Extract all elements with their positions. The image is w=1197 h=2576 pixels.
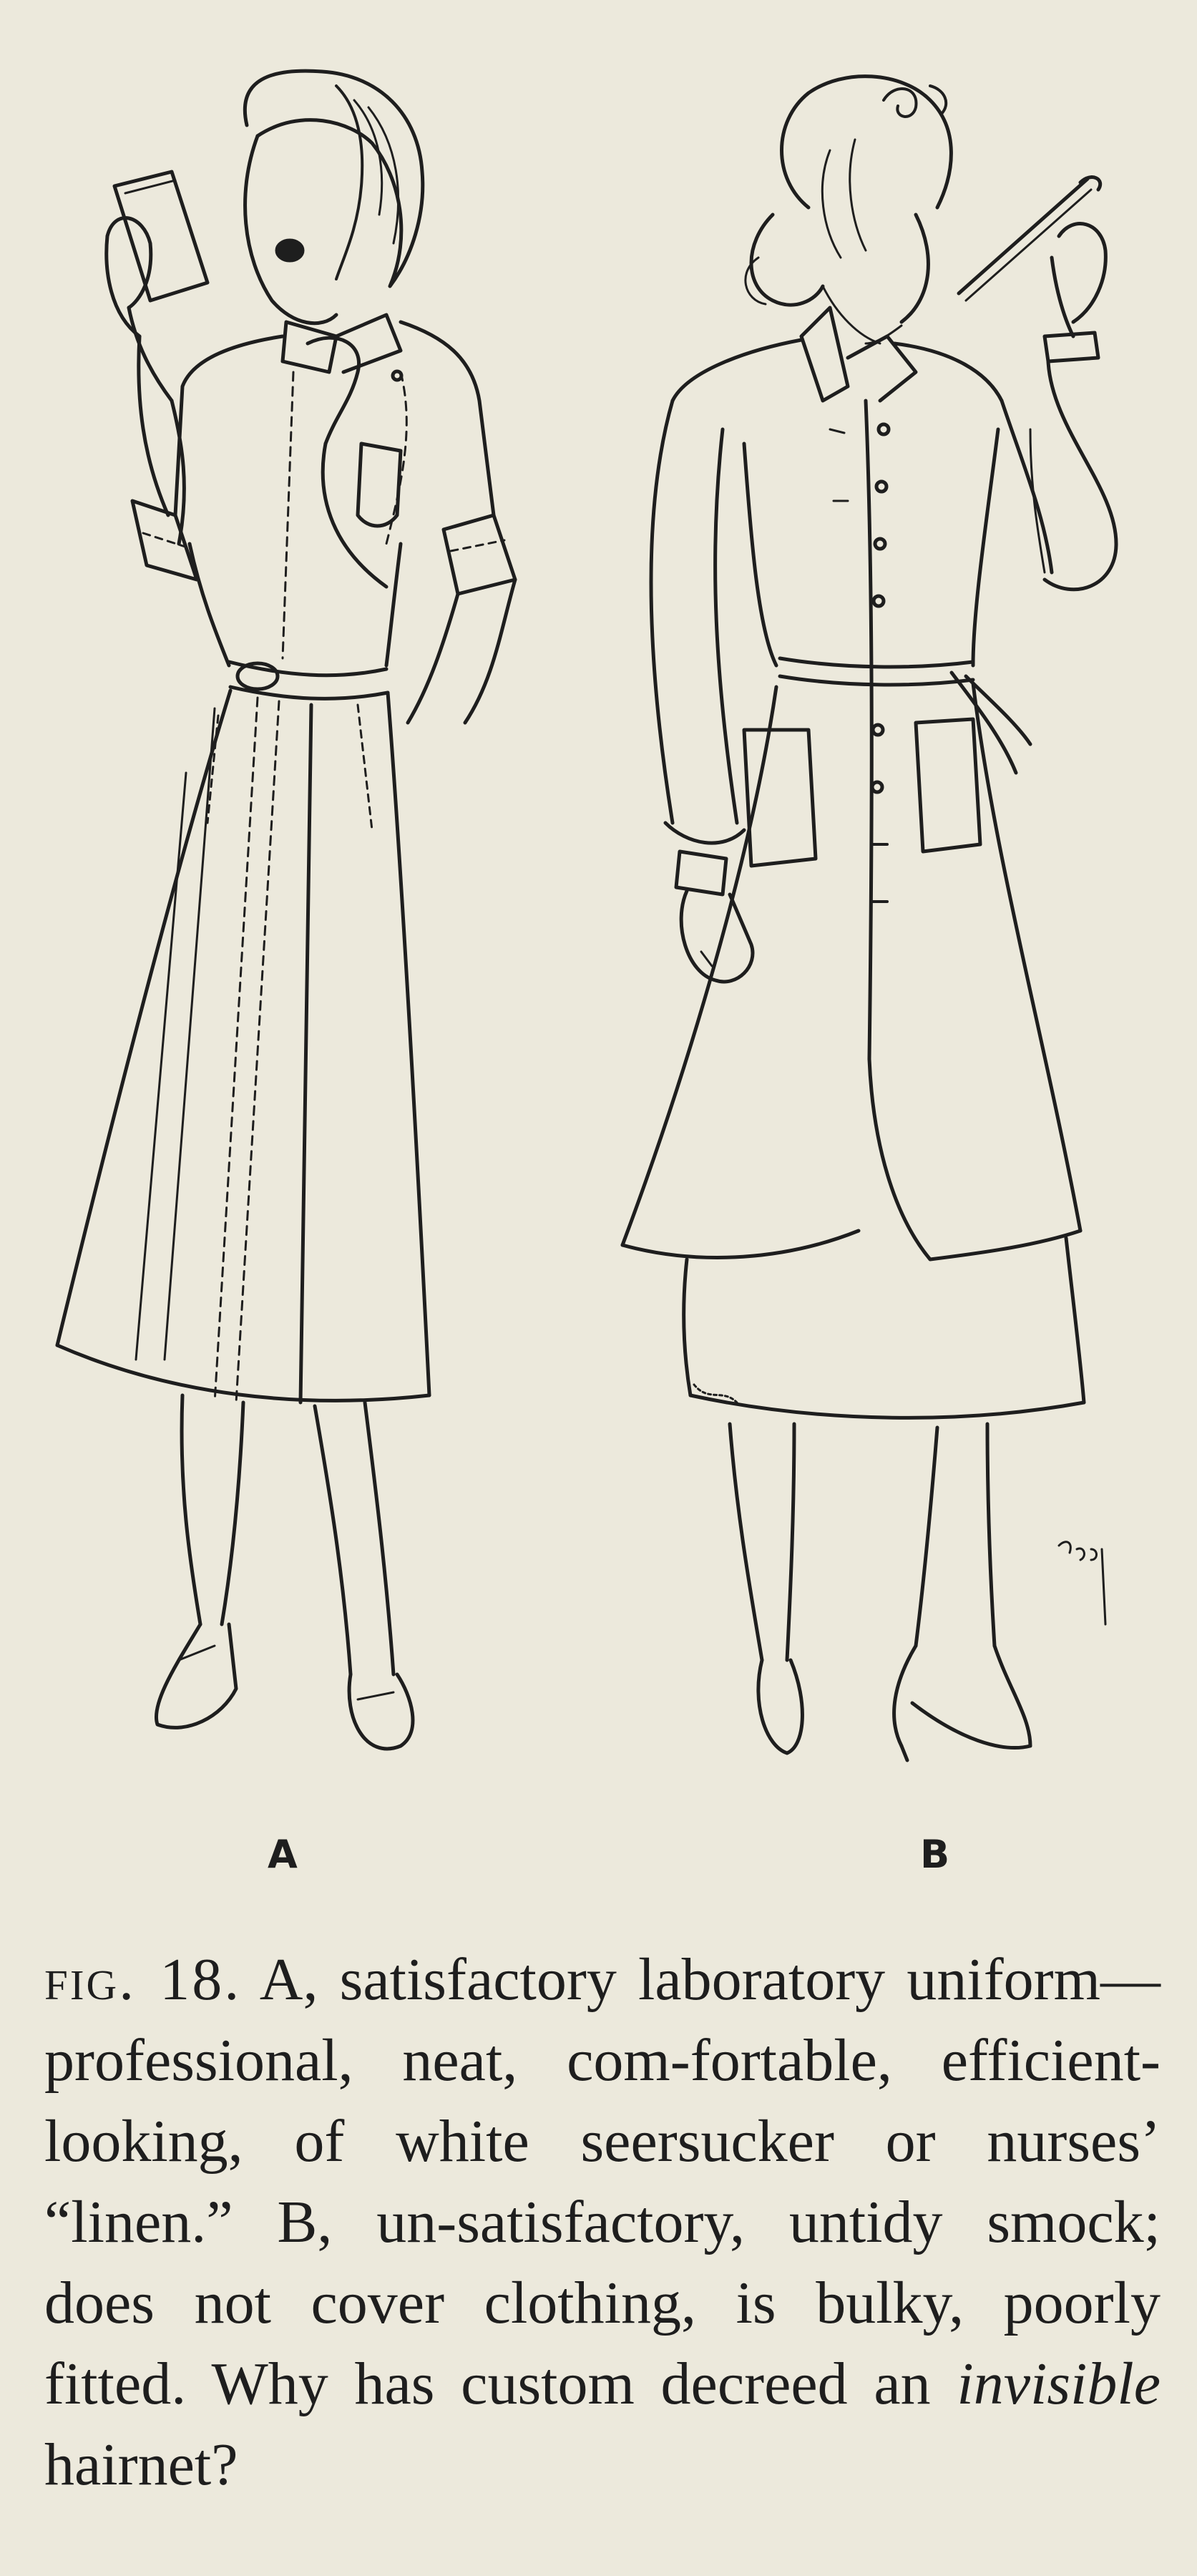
figure-number-label: fig. 18.	[44, 1946, 242, 2013]
caption-text: A, satisfactory laboratory uniform—profe…	[44, 1946, 1161, 2417]
caption-emphasis: invisible	[957, 2351, 1161, 2417]
caption-ending: hairnet?	[44, 2431, 238, 2498]
panel-label-b: B	[920, 1832, 950, 1877]
uniform-illustration	[55, 69, 1118, 1762]
figure-b-drawing	[620, 74, 1118, 1762]
figure-a-drawing	[55, 69, 517, 1751]
panel-label-a: A	[268, 1832, 298, 1877]
figure-caption: fig. 18. A, satisfactory laboratory unif…	[44, 1939, 1161, 2505]
